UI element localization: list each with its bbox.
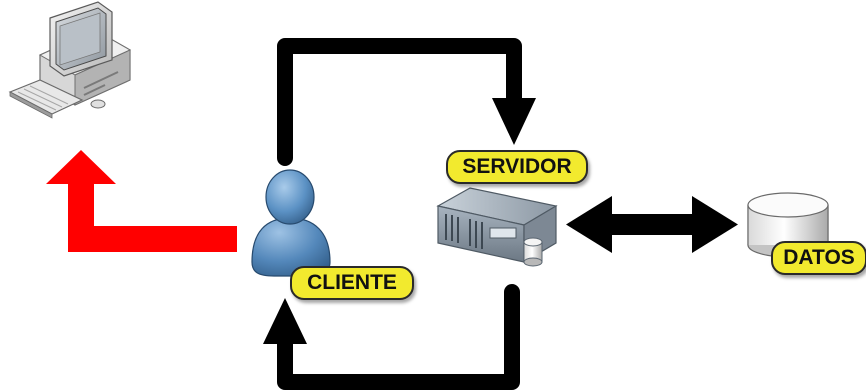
server-icon	[436, 187, 558, 267]
client-to-server-arrow	[277, 38, 536, 166]
red-request-arrow	[46, 150, 237, 252]
server-label: SERVIDOR	[446, 150, 588, 184]
client-label: CLIENTE	[290, 266, 414, 300]
computer-icon	[8, 1, 132, 119]
server-to-client-arrow	[263, 284, 520, 390]
user-icon	[251, 169, 331, 277]
server-database-double-arrow	[566, 196, 738, 253]
data-label: DATOS	[771, 241, 866, 275]
